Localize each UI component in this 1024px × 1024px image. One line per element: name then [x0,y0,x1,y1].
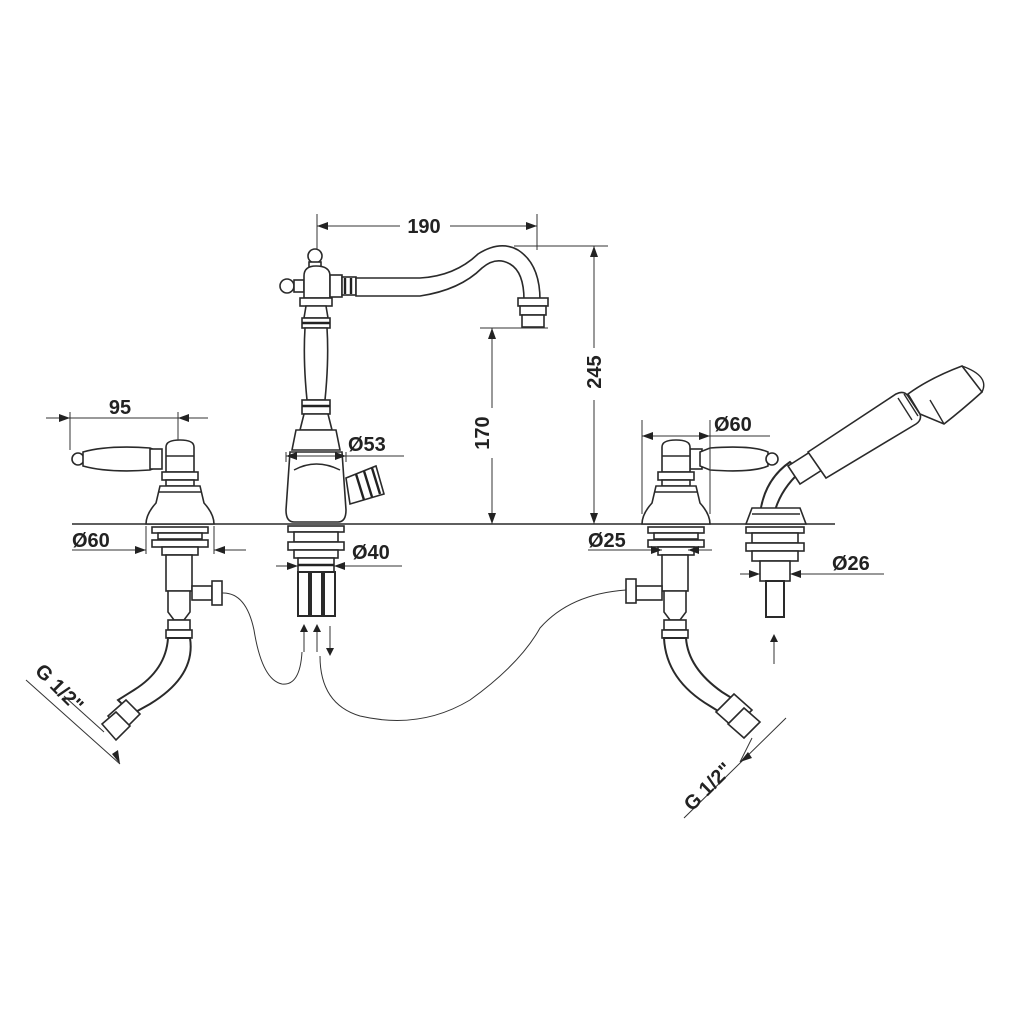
dim-label-o25: Ø25 [588,530,626,552]
left-flex-hose [100,637,192,742]
dim-left-thread: G 1/2" [25,660,121,765]
dim-spout-height: 170 [472,327,548,524]
dim-right-rosette: Ø60 [641,414,770,514]
dim-mixer-body: Ø53 [285,434,404,462]
dim-label-170: 170 [472,416,494,449]
dim-label-right-thread: G 1/2" [680,759,737,816]
dim-label-o40: Ø40 [352,542,390,564]
dim-right-thread: G 1/2" [680,717,787,819]
left-valve [71,439,223,639]
left-connection-hose [221,592,303,685]
dim-label-o26: Ø26 [832,553,870,575]
right-flex-hose [662,637,762,740]
popup-lever [345,464,385,506]
dim-shower-shank: Ø26 [740,553,884,578]
left-lever-handle [71,446,163,472]
right-connection-hose [319,589,627,721]
dim-label-95: 95 [109,397,131,419]
dim-label-190: 190 [407,216,440,238]
dim-label-o53: Ø53 [348,434,386,456]
dim-left-rosette: Ø60 [72,526,246,554]
right-valve [625,439,779,639]
centre-mixer [279,245,549,617]
dim-label-left-thread: G 1/2" [30,660,87,717]
hand-shower [744,365,985,664]
dim-label-left-o60: Ø60 [72,530,110,552]
dim-handle-spacing: 95 [46,397,208,450]
flow-arrows [300,624,334,656]
dim-mixer-shank: Ø40 [276,542,402,570]
dim-total-height: 245 [514,245,608,524]
dim-spout-reach: 190 [316,214,538,250]
right-lever-handle [689,446,779,472]
dim-label-245: 245 [584,355,606,388]
dim-label-right-o60: Ø60 [714,414,752,436]
dim-right-shank: Ø25 [588,530,712,554]
